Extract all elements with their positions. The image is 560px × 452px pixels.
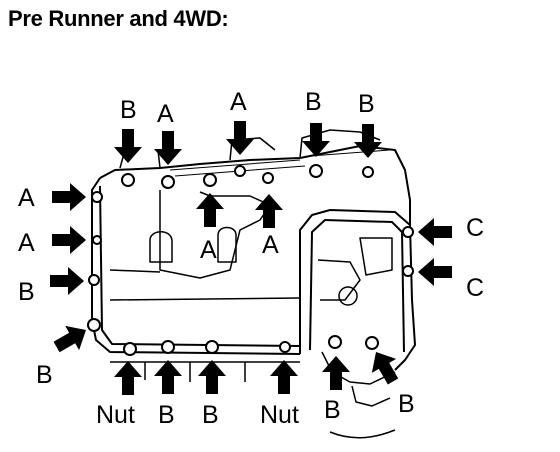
- label-b-left-1: B: [18, 278, 35, 306]
- arrow-b-bottom-1: [154, 360, 182, 394]
- label-b-bottom-1: B: [158, 401, 175, 429]
- label-b-top-1: B: [120, 96, 137, 124]
- page-title: Pre Runner and 4WD:: [8, 6, 229, 31]
- label-a-left-1: A: [18, 184, 35, 212]
- bolt-heads: [87, 164, 414, 356]
- label-a-top-1: A: [157, 100, 174, 128]
- arrow-b-top-1: [114, 129, 142, 163]
- label-a-mid-1: A: [200, 236, 217, 264]
- arrow-nut-bottom-2: [270, 360, 298, 394]
- arrow-b-bottom-2: [198, 360, 226, 394]
- label-b-bottom-2: B: [202, 401, 219, 429]
- arrow-b-left-2: [49, 317, 93, 360]
- arrow-a-mid-2: [255, 194, 283, 228]
- arrow-a-mid-1: [196, 193, 224, 227]
- label-nut-bottom-1: Nut: [96, 401, 135, 429]
- label-b-top-2: B: [305, 88, 322, 116]
- label-a-mid-2: A: [262, 231, 279, 259]
- label-b-bottom-3: B: [324, 396, 341, 424]
- label-b-top-3: B: [358, 90, 375, 118]
- label-c-right-2: C: [466, 274, 484, 302]
- label-nut-bottom-2: Nut: [260, 401, 299, 429]
- label-a-left-2: A: [18, 229, 35, 257]
- arrow-nut-bottom-1: [114, 361, 142, 395]
- arrow-b-top-3: [354, 124, 382, 158]
- arrow-c-right-2: [418, 258, 452, 286]
- arrow-a-left-2: [52, 226, 86, 254]
- arrow-a-top-1: [154, 131, 182, 165]
- arrow-b-left-1: [50, 267, 84, 295]
- callout-labels: B A A B B A A B B A A C C Nut B B Nut B …: [18, 88, 484, 429]
- label-b-left-2: B: [36, 361, 53, 389]
- label-b-bottom-4: B: [398, 390, 415, 418]
- arrow-a-left-1: [52, 183, 86, 211]
- arrow-c-right-1: [418, 218, 452, 246]
- label-a-top-2: A: [230, 88, 247, 116]
- label-c-right-1: C: [466, 214, 484, 242]
